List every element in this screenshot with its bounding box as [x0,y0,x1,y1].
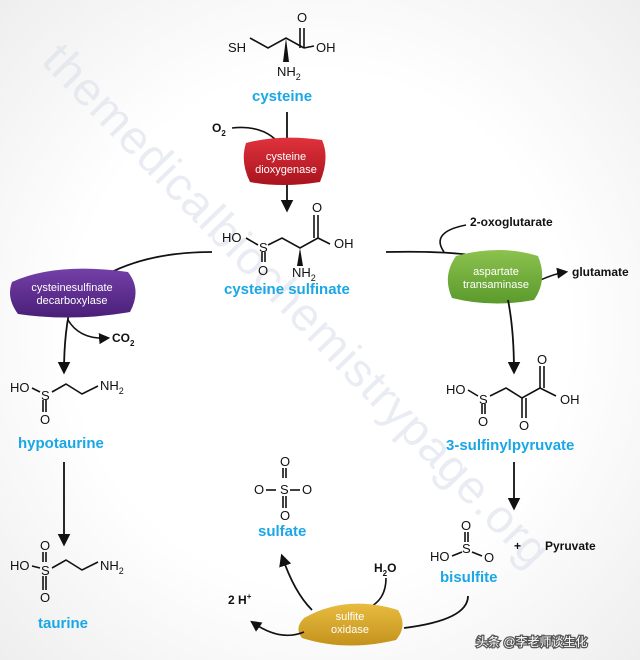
hypotaurine-o-label: O [40,412,50,427]
cysteine-nh2-label: NH2 [277,64,301,82]
cysteine-o-label: O [297,10,307,25]
bisulfite-name: bisulfite [440,569,498,586]
oxoglutarate-label: 2-oxoglutarate [470,215,553,229]
sulfinate-nh2-label: NH2 [292,265,316,283]
arrow-to-sulfinylpyruvate [507,299,521,375]
cysteine-structure [249,28,315,62]
pyruvate-label: Pyruvate [545,539,596,553]
sulfinate-s-label: S [259,240,268,255]
bisulfite-s-label: S [462,541,471,556]
cdo-label-line2: dioxygenase [255,164,317,176]
cysteine-sulfinate-structure [245,215,331,266]
sulfate-o-left-label: O [254,482,264,497]
ast-label-line2: transaminase [463,279,529,291]
hypotaurine-ho-label: HO [10,380,30,395]
hypotaurine-nh2-label: NH2 [100,378,124,396]
oxoglutarate-input-arrow [439,224,467,253]
aspartate-transaminase-blob [447,250,543,304]
sulfinylpyruvate-oh-label: OH [560,392,580,407]
cysteinesulfinate-decarboxylase-blob [10,268,136,318]
protons-label: 2 H+ [228,592,252,607]
sulfinylpyruvate-ho-label: HO [446,382,466,397]
hypotaurine-s-label: S [41,388,50,403]
bisulfite-structure [451,532,483,557]
sulfate-o-right-label: O [302,482,312,497]
sulfinate-oh-label: OH [334,236,354,251]
taurine-nh2-label: NH2 [100,558,124,576]
sulfinate-carbonyl-o-label: O [312,200,322,215]
taurine-o-top-label: O [40,538,50,553]
arrow-to-sulfate [279,553,313,611]
so-label-line1: sulfite [336,611,365,623]
sulfinate-o-label: O [258,263,268,278]
cysteine-sulfinate-name: cysteine sulfinate [224,281,350,298]
so-label-line2: oxidase [331,624,369,636]
water-label: H2O [374,561,396,578]
sulfinylpyruvate-keto-o-label: O [519,418,529,433]
hypotaurine-structure [31,383,99,412]
protons-output-arrow [250,620,305,637]
glutamate-label: glutamate [572,265,629,279]
sulfinylpyruvate-carbonyl-o-label: O [537,352,547,367]
sulfinate-ho-label: HO [222,230,242,245]
hypotaurine-name: hypotaurine [18,435,104,452]
bisulfite-o-right-label: O [484,550,494,565]
sulfinylpyruvate-s-label: S [479,392,488,407]
bisulfite-o-top-label: O [461,518,471,533]
taurine-structure [31,552,99,590]
o2-label: O2 [212,121,226,138]
sulfite-oxidase-blob [298,603,403,646]
bisulfite-to-oxidase-line [403,595,469,629]
cysteine-sh-label: SH [228,40,246,55]
sulfate-structure [266,468,300,508]
sulfate-o-bottom-label: O [280,508,290,523]
cysteine-name: cysteine [252,88,312,105]
bisulfite-ho-label: HO [430,549,450,564]
sulfate-o-top-label: O [280,454,290,469]
sulfinylpyruvate-s-o-label: O [478,414,488,429]
co2-output-arrow [67,319,111,345]
taurine-name: taurine [38,615,88,632]
sulfate-s-label: S [280,482,289,497]
sulfinylpyruvate-name: 3-sulfinylpyruvate [446,437,574,454]
csd-label-line2: decarboxylase [37,295,108,307]
sulfinylpyruvate-structure [467,366,557,418]
ast-label-line1: aspartate [473,266,519,278]
credit-watermark: 头条 @李老师谈生化 [476,634,588,649]
co2-label: CO2 [112,331,135,348]
cysteine-oh-label: OH [316,40,336,55]
sulfate-name: sulfate [258,523,306,540]
plus-sign: + [514,539,521,553]
cysteine-dioxygenase-blob [243,137,326,185]
taurine-ho-label: HO [10,558,30,573]
taurine-o-bottom-label: O [40,590,50,605]
water-input-arrow [367,577,387,609]
cdo-label-line1: cysteine [266,151,306,163]
taurine-s-label: S [41,563,50,578]
csd-label-line1: cysteinesulfinate [31,282,112,294]
